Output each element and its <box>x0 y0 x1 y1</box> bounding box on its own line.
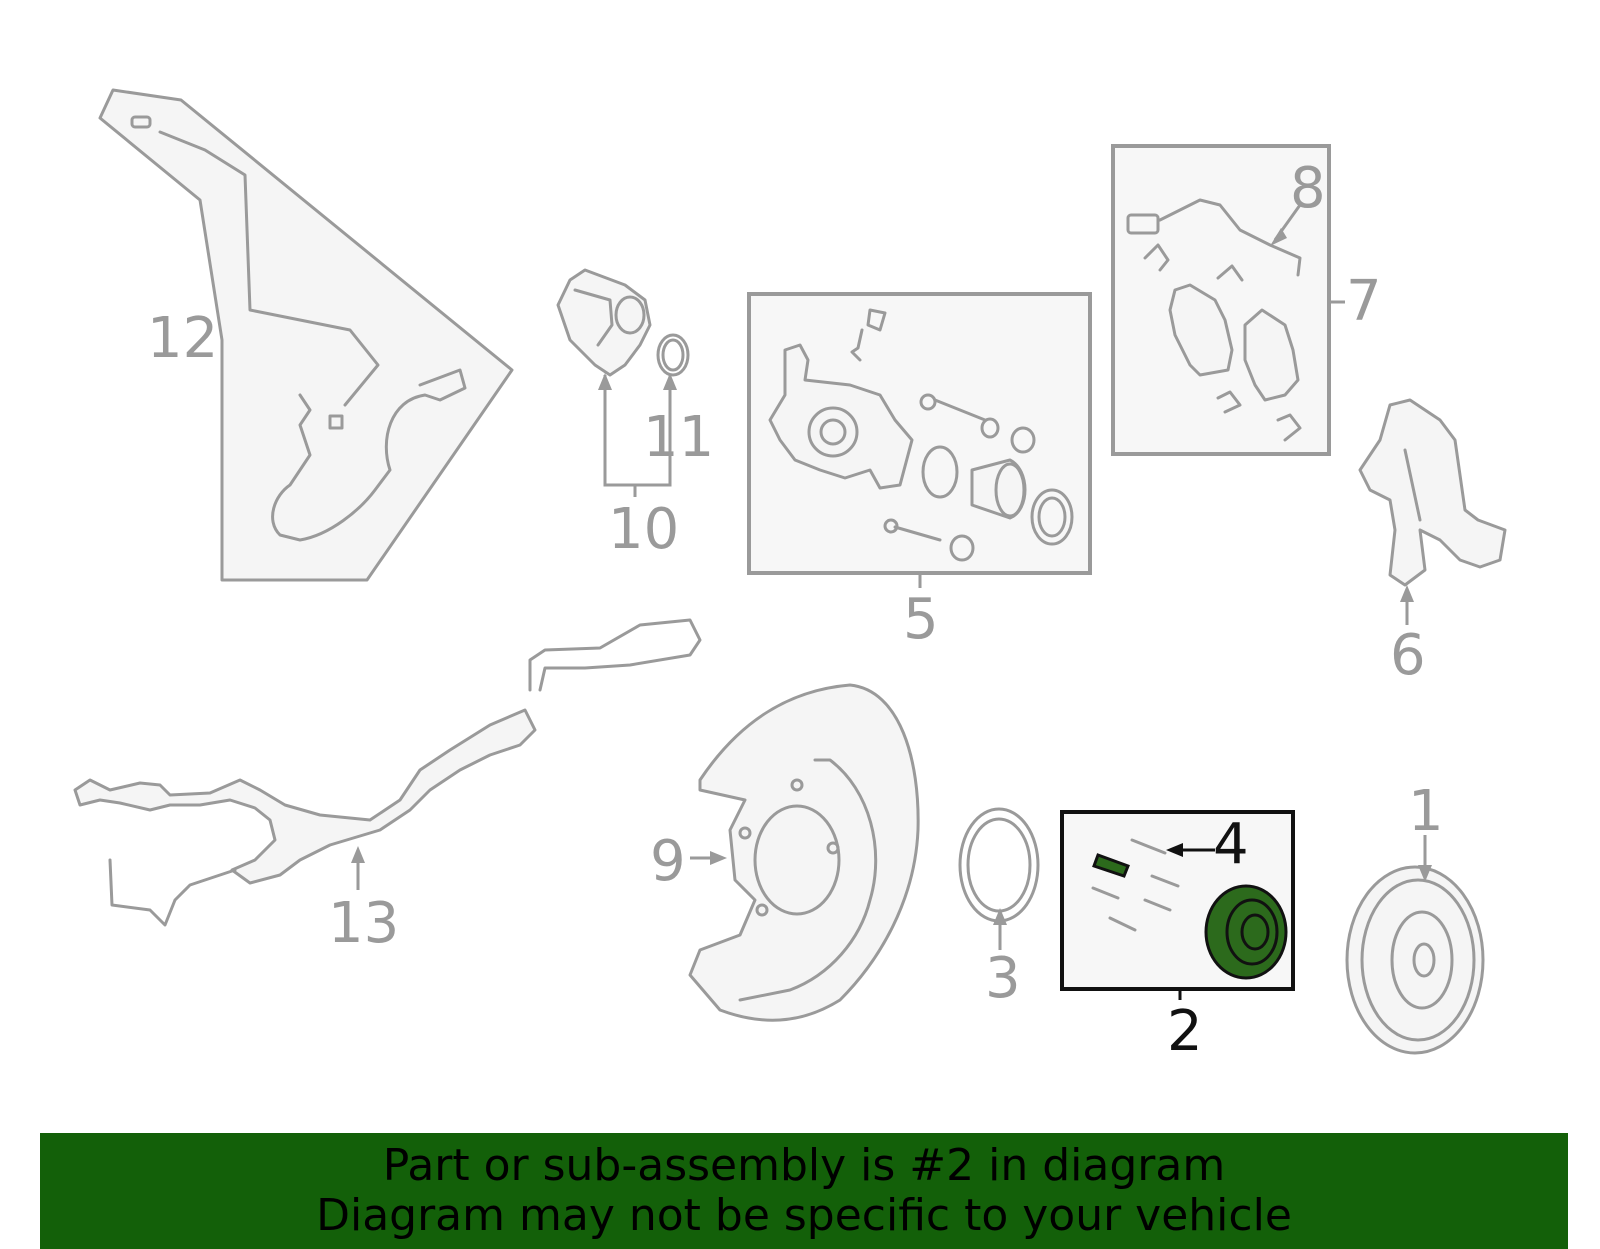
callout-6: 6 <box>1390 623 1426 688</box>
part-6-bracket <box>1358 398 1507 587</box>
callout-1: 1 <box>1408 779 1444 844</box>
callout-3: 3 <box>985 946 1021 1011</box>
part-2-hub-assembly <box>1204 884 1288 980</box>
part-8-wear-sensor <box>1126 198 1302 277</box>
banner-line-1: Part or sub-assembly is #2 in diagram <box>382 1140 1226 1191</box>
callout-2: 2 <box>1167 999 1203 1064</box>
callout-7: 7 <box>1346 269 1382 334</box>
part-5-caliper <box>768 308 1074 562</box>
part-3-seal <box>958 807 1040 923</box>
banner-line-2: Diagram may not be specific to your vehi… <box>316 1190 1292 1241</box>
callout-12: 12 <box>147 306 218 371</box>
leader-10 <box>603 375 672 487</box>
callout-8: 8 <box>1290 156 1326 221</box>
part-13-harness-bracket <box>73 618 702 927</box>
callout-10: 10 <box>608 497 679 562</box>
callout-11: 11 <box>643 405 714 470</box>
part-4-hub-bolts <box>1091 838 1180 932</box>
callout-5: 5 <box>903 587 939 652</box>
part-7-brake-pads <box>1143 243 1302 442</box>
part-12-abs-harness <box>98 88 514 582</box>
part-10-sensor <box>556 268 652 377</box>
callout-4: 4 <box>1213 812 1249 877</box>
part-11-o-ring <box>656 333 690 377</box>
info-banner: Part or sub-assembly is #2 in diagram Di… <box>40 1133 1568 1249</box>
part-1-rotor <box>1345 865 1485 1055</box>
callout-13: 13 <box>328 891 399 956</box>
part-7-group-box <box>1111 144 1331 456</box>
part-9-dust-shield <box>688 683 920 1022</box>
callout-9: 9 <box>650 829 686 894</box>
